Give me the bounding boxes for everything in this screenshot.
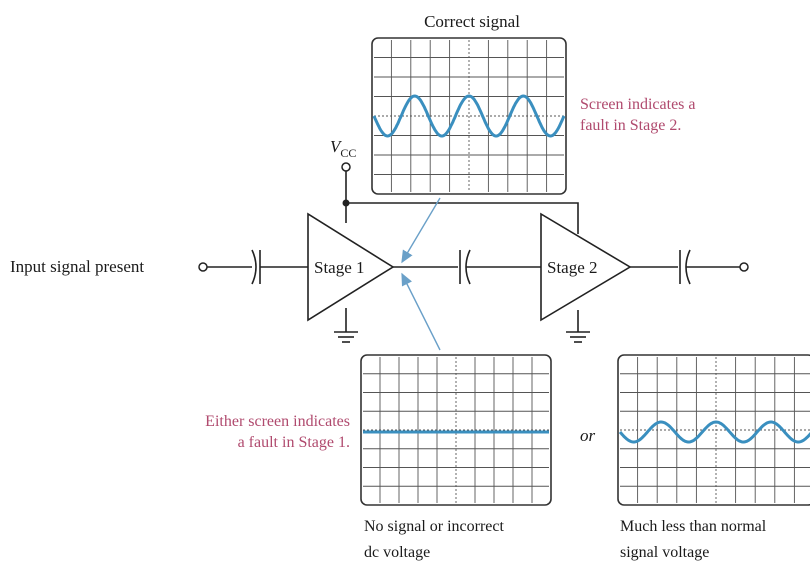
fault-stage1-line1: Either screen indicates (205, 413, 350, 430)
title: Correct signal (424, 12, 520, 31)
probe-arrow-top (401, 197, 441, 264)
or-label: or (580, 426, 596, 445)
probe-arrow-bottom (401, 272, 441, 351)
caption-right: Much less than normal signal voltage (620, 518, 767, 561)
fault-stage1-line2: a fault in Stage 1. (238, 434, 350, 451)
stage2-label: Stage 2 (547, 258, 598, 277)
caption-left-line2: dc voltage (364, 544, 430, 561)
caption-right-line2: signal voltage (620, 544, 709, 561)
stage2-ground-icon (566, 310, 590, 343)
caption-left: No signal or incorrect dc voltage (364, 518, 505, 561)
waveform-small (618, 420, 810, 444)
fault-stage2-line2: fault in Stage 2. (580, 117, 681, 134)
fault-stage2-line1: Screen indicates a (580, 96, 696, 113)
vcc-terminal (341, 162, 351, 172)
stage2-amplifier: Stage 2 (540, 212, 632, 322)
scope-grid (620, 357, 810, 503)
waveform-correct (372, 94, 566, 138)
vcc-rail-stage2 (346, 202, 579, 234)
fault-stage1-text: Either screen indicates a fault in Stage… (205, 413, 350, 451)
caption-right-line1: Much less than normal (620, 518, 767, 535)
input-terminal (198, 262, 208, 272)
scope-no-signal (360, 354, 552, 506)
output-terminal (739, 262, 749, 272)
fault-stage2-text: Screen indicates a fault in Stage 2. (580, 96, 696, 134)
stage1-label: Stage 1 (314, 258, 365, 277)
scope-correct-signal (371, 37, 567, 195)
coupling-capacitor-1 (251, 249, 261, 285)
scope-grid (374, 40, 564, 192)
caption-left-line1: No signal or incorrect (364, 518, 505, 535)
stage1-amplifier: Stage 1 (307, 212, 395, 322)
stage1-ground-icon (334, 308, 358, 343)
scope-grid (363, 357, 549, 503)
scope-small-signal (617, 354, 810, 506)
input-label: Input signal present (10, 257, 144, 276)
vcc-label: VCC (330, 137, 356, 160)
